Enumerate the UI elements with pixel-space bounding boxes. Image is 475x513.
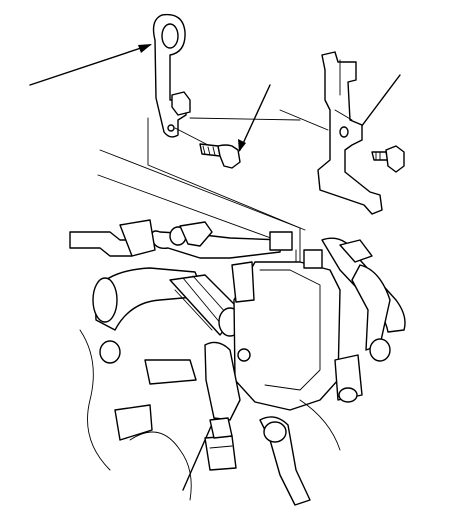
right-bracket [279,51,383,215]
engine-assembly [69,149,406,506]
upper-left-bracket-arrowhead [138,44,152,53]
left-bolt-callout [239,84,271,151]
upper-left-bracket-callout [29,44,151,86]
upper-left-bracket [147,13,306,231]
left-flange-bolt [199,143,241,169]
right-flange-bolt [371,145,405,173]
left-bolt-arrowhead [238,139,246,152]
